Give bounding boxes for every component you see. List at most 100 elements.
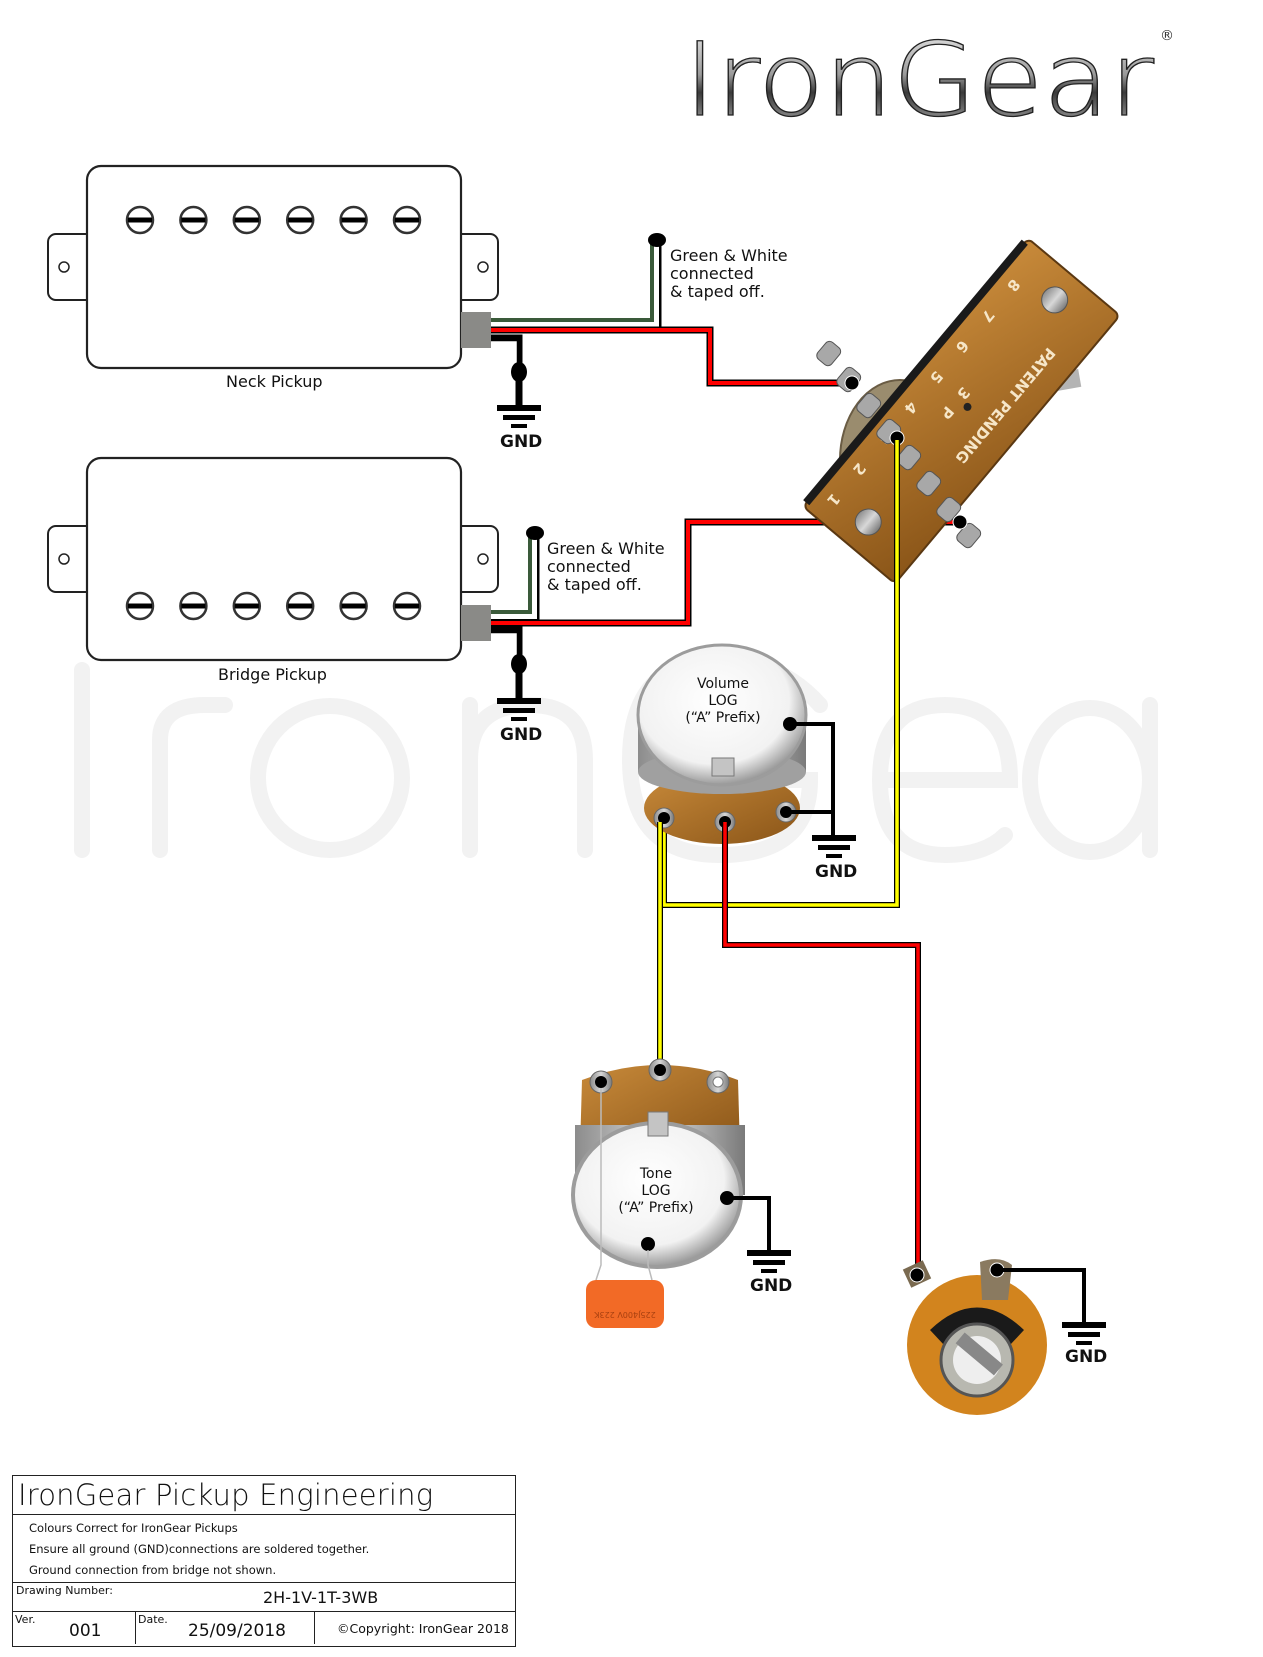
switch-lugs: [816, 340, 982, 549]
jack-ground-symbol: GND: [1062, 1322, 1107, 1367]
switch-lug: [916, 470, 942, 497]
switch-lug: [956, 522, 982, 549]
tone-label-line1: Tone: [639, 1166, 672, 1182]
switch-lug: [936, 496, 962, 523]
version-label: Ver.: [15, 1613, 36, 1626]
neck-ground-symbol: GND: [497, 405, 542, 452]
bridge-pickup-label: Bridge Pickup: [218, 665, 327, 684]
pole-slot: [234, 217, 259, 223]
tone-label-line2: LOG: [641, 1183, 670, 1199]
date-value: 25/09/2018: [188, 1621, 286, 1641]
volume-pot-face: [636, 643, 808, 787]
switch-lug: [856, 392, 882, 419]
pole-slot: [395, 217, 419, 223]
neck-taped-note-line2: connected: [670, 264, 754, 283]
tone-ground-symbol: GND: [747, 1250, 792, 1296]
bridge-pickup-cover: [85, 456, 463, 662]
bridge-pole-pieces: [125, 591, 422, 621]
version-value: 001: [69, 1621, 102, 1641]
capacitor-leg: [647, 1250, 653, 1281]
pole-slot: [181, 603, 206, 609]
jack-gnd-label: GND: [1065, 1347, 1107, 1367]
volume-pot: Volume LOG (“A” Prefix): [636, 643, 808, 844]
drawing-number-row: Drawing Number: 2H-1V-1T-3WB: [13, 1583, 515, 1612]
bridge-cable-sleeve: [461, 605, 491, 641]
neck-gnd-label: GND: [500, 432, 542, 452]
drawing-number: 2H-1V-1T-3WB: [263, 1588, 379, 1607]
bridge-taped-note-line1: Green & White: [547, 539, 665, 558]
volume-ground-wire: [790, 722, 835, 835]
bridge-taped-note-line2: connected: [547, 557, 631, 576]
neck-pole-pieces: [125, 205, 422, 235]
tone-label-line3: (“A” Prefix): [618, 1200, 693, 1216]
neck-pickup-cover: [85, 164, 463, 370]
screw-icon: [854, 508, 882, 536]
brand-logo: IronGear ®: [683, 20, 1174, 140]
pole-slot: [341, 217, 366, 223]
date-label: Date.: [138, 1613, 168, 1626]
pole-slot: [288, 217, 313, 223]
bridge-taped-wires: [491, 526, 544, 622]
neck-taped-note-line1: Green & White: [670, 246, 788, 265]
capacitor-leg: [595, 1088, 602, 1281]
pole-slot: [395, 603, 419, 609]
bridge-ground-wire: [491, 626, 527, 700]
pole-slot: [234, 603, 259, 609]
switch-lug: [816, 340, 842, 367]
volume-ground-symbol: GND: [812, 835, 857, 882]
tone-pot: Tone LOG (“A” Prefix): [571, 1058, 745, 1269]
volume-label-line2: LOG: [708, 693, 737, 709]
pole-slot: [128, 603, 152, 609]
bridge-gnd-label: GND: [500, 725, 542, 745]
volume-label-line1: Volume: [697, 676, 749, 692]
registered-mark: ®: [1160, 28, 1174, 44]
pole-slot: [288, 603, 313, 609]
tone-capacitor: 225J400V 223K: [586, 1280, 664, 1328]
logo-text: IronGear: [684, 21, 1154, 140]
tone-gnd-label: GND: [750, 1276, 792, 1296]
neck-cable-sleeve: [461, 312, 491, 348]
drawing-number-label: Drawing Number:: [16, 1584, 113, 1597]
bridge-pickup: Bridge Pickup: [47, 456, 499, 684]
neck-taped-wires: [491, 233, 666, 330]
note-line: Ensure all ground (GND)connections are s…: [29, 1542, 370, 1556]
note-line: Ground connection from bridge not shown.: [29, 1563, 277, 1577]
volume-gnd-label: GND: [815, 862, 857, 882]
copyright: ©Copyright: IronGear 2018: [337, 1621, 509, 1636]
jack-ground-wire: [997, 1268, 1086, 1322]
tone-cap-ground-joint: [641, 1237, 655, 1251]
mount-hole-icon: [58, 553, 70, 565]
output-hot-wire: [722, 822, 921, 1275]
version-row: Ver. 001 Date. 25/09/2018 ©Copyright: Ir…: [13, 1612, 515, 1644]
note-line: Colours Correct for IronGear Pickups: [29, 1521, 238, 1535]
neck-pickup: Neck Pickup: [47, 164, 499, 391]
taped-off-joint: [648, 233, 666, 247]
lug-7-solder-joint: [844, 375, 860, 391]
bridge-taped-note-line3: & taped off.: [547, 575, 642, 594]
jack-tip-solder-joint: [909, 1267, 925, 1283]
taped-off-joint: [526, 526, 544, 540]
neck-taped-note-line3: & taped off.: [670, 282, 765, 301]
watermark: [74, 651, 1158, 864]
switch-lug: [896, 444, 922, 471]
pole-slot: [128, 217, 152, 223]
output-jack: [902, 1259, 1047, 1415]
screw-icon: [1041, 286, 1069, 314]
three-way-switch: 87654321 3 P PATENT PENDING: [803, 239, 1119, 583]
tone-ground-wire: [727, 1196, 771, 1250]
volume-label-line3: (“A” Prefix): [685, 710, 760, 726]
lug-1-solder-joint: [952, 514, 968, 530]
neck-hot-wire: [491, 326, 852, 387]
title-block: IronGear Pickup Engineering Colours Corr…: [12, 1475, 516, 1647]
mount-hole-icon: [477, 261, 489, 273]
notes: Colours Correct for IronGear Pickups Ens…: [13, 1515, 515, 1583]
capacitor-marking: 225J400V 223K: [594, 1310, 656, 1319]
company-title: IronGear Pickup Engineering: [13, 1476, 515, 1515]
pole-slot: [181, 217, 206, 223]
pole-slot: [341, 603, 366, 609]
neck-pickup-label: Neck Pickup: [226, 372, 323, 391]
bridge-ground-symbol: GND: [497, 698, 542, 745]
mount-hole-icon: [58, 261, 70, 273]
neck-ground-wire: [491, 334, 527, 410]
